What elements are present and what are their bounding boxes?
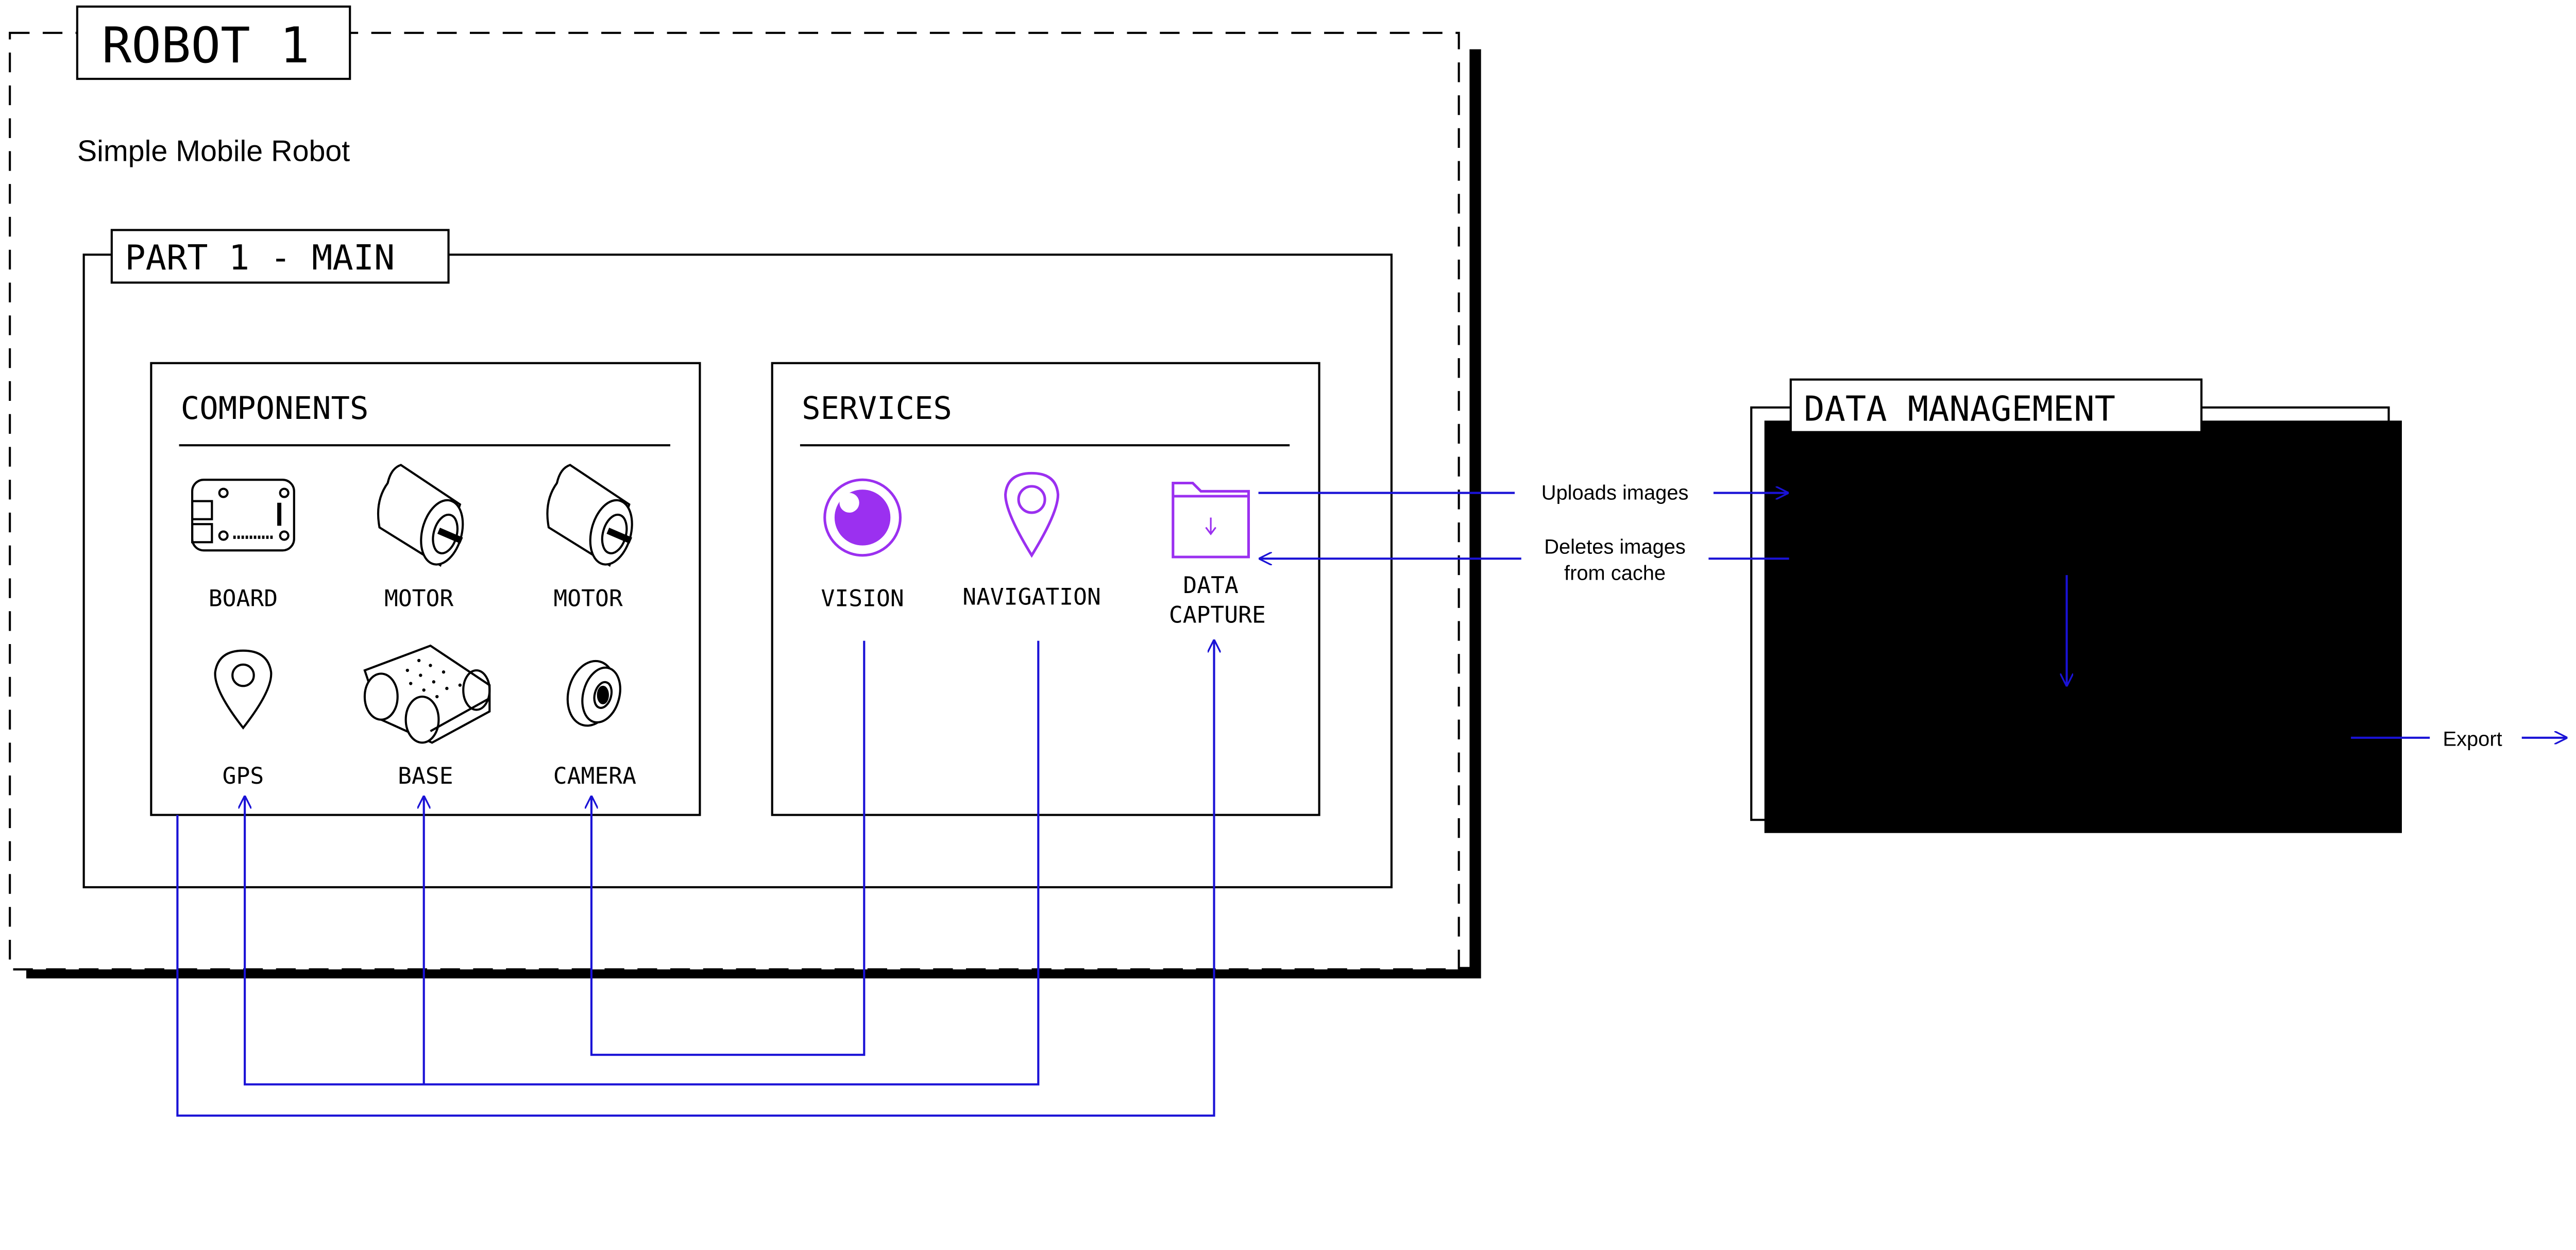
services-panel: SERVICES VISION NAVIGATION DATA CAPTURE — [771, 362, 1320, 816]
delete-label: Deletes images — [1544, 536, 1686, 559]
data-storage-label: DATA STORAGE — [1952, 514, 2189, 552]
data-management-title: DATA MANAGEMENT — [1804, 388, 2115, 429]
robot-title-box — [76, 5, 351, 80]
data-management-panel: DATA MANAGEMENT DATA STORAGE LABELING — [1750, 378, 2402, 833]
board-icon[interactable] — [191, 479, 295, 552]
service-label: NAVIGATION — [962, 583, 1101, 610]
part-title: PART 1 - MAIN — [125, 238, 395, 278]
services-title: SERVICES — [802, 391, 952, 427]
motor-icon[interactable] — [377, 464, 469, 569]
robot-subtitle: Simple Mobile Robot — [77, 135, 350, 168]
board-to-data-capture-connector — [176, 641, 1214, 1117]
labeling-label: LABELING — [1991, 716, 2149, 754]
component-label: CAMERA — [553, 763, 636, 789]
components-panel: COMPONENTS BOARD MOTOR MOTOR — [150, 362, 701, 816]
robot-title: ROBOT 1 — [102, 16, 310, 74]
navigation-to-gps-connector — [245, 640, 1040, 1086]
service-label: DATA — [1183, 572, 1239, 599]
components-title: COMPONENTS — [181, 391, 369, 427]
upload-label: Uploads images — [1541, 481, 1689, 504]
service-label: VISION — [821, 585, 904, 612]
flow-connectors: Uploads images Deletes images from cache… — [176, 481, 2566, 1117]
part-frame: PART 1 - MAIN — [82, 229, 1393, 889]
gps-pin-icon[interactable] — [214, 649, 273, 730]
architecture-diagram: ROBOT 1 Simple Mobile Robot PART 1 - MAI… — [9, 5, 2576, 1117]
camera-icon[interactable] — [561, 656, 626, 731]
component-label: BASE — [398, 763, 453, 789]
eye-icon[interactable] — [823, 478, 902, 557]
component-label: MOTOR — [384, 585, 453, 612]
motor-icon[interactable] — [546, 464, 638, 569]
export-label: Export — [2443, 728, 2502, 751]
robot-frame: ROBOT 1 Simple Mobile Robot — [9, 5, 1481, 978]
delete-label: from cache — [1564, 562, 1666, 585]
component-label: BOARD — [209, 585, 278, 612]
component-label: GPS — [223, 763, 264, 789]
data-storage-box[interactable] — [1788, 485, 2352, 577]
component-label: MOTOR — [553, 585, 622, 612]
vision-to-camera-connector — [591, 640, 866, 1056]
labeling-box[interactable] — [1788, 689, 2352, 779]
service-label: CAPTURE — [1169, 602, 1266, 629]
rover-base-icon[interactable] — [363, 644, 491, 744]
location-pin-icon[interactable] — [1004, 471, 1060, 558]
